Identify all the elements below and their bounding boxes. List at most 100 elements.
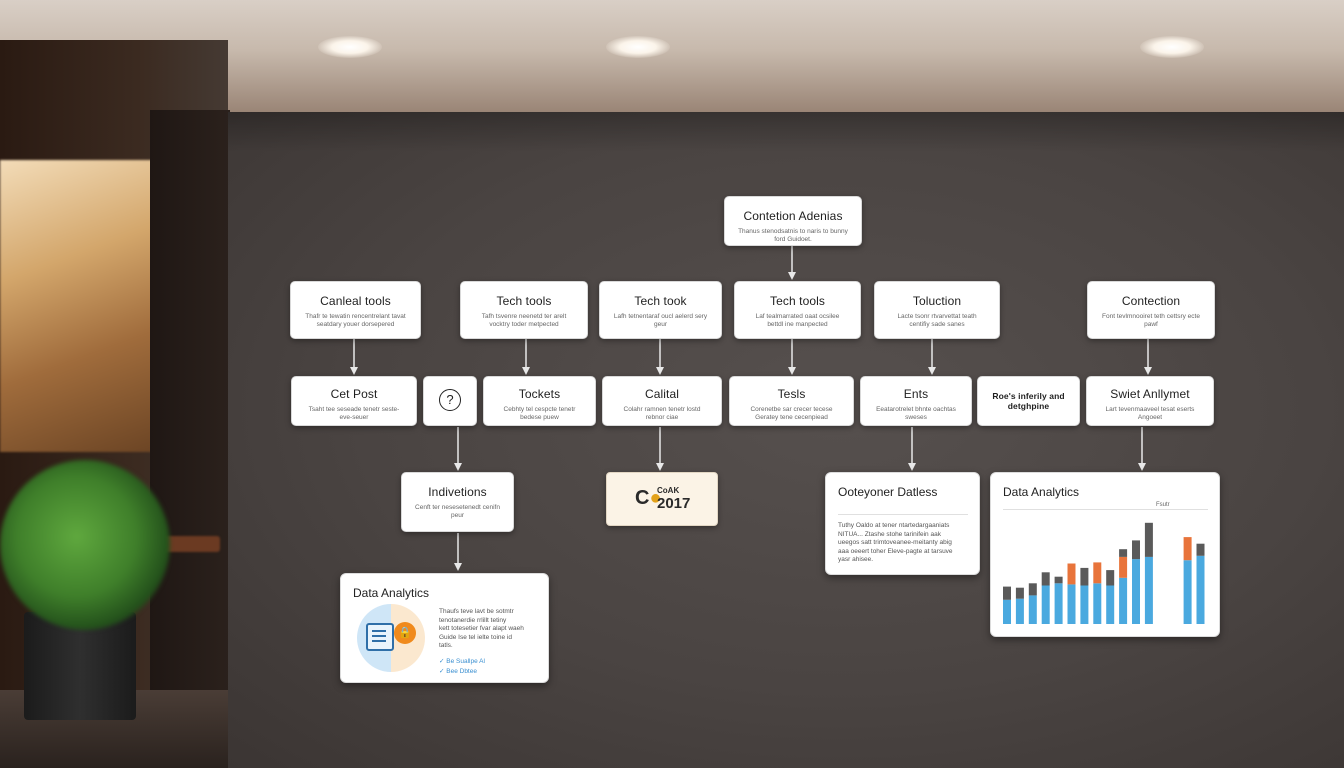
text-line: ueegos satt trimtoveanee-meitanty abig [838, 539, 952, 546]
text-line: tenotanerdie rrlillt tetiny [439, 616, 507, 624]
text-line: tatls. [439, 642, 453, 649]
bar-segment [1041, 572, 1050, 586]
ceiling-light [1140, 36, 1204, 58]
bar-segment [1183, 537, 1192, 561]
question-icon: ? [439, 389, 461, 411]
node-description: Tafh tsvenre neenetd ter arelt vocktry t… [481, 313, 567, 328]
bar-segment [1119, 549, 1128, 557]
node-roes-inferily[interactable]: Roe's inferily and detghpine [977, 376, 1080, 426]
bar-segment [1132, 540, 1140, 560]
node-title: Tech tools [769, 294, 826, 308]
logo-year: 2017 [657, 495, 691, 512]
node-swiet-anllymet[interactable]: Swiet Anllymet Lart tevenmaaveel tesat e… [1086, 376, 1214, 426]
node-description: Thanus stenodsatnis to naris to bunny fo… [738, 228, 848, 243]
doorway-frame [150, 110, 230, 710]
bar-segment [1119, 577, 1128, 624]
bar-segment [1067, 563, 1076, 585]
node-description: Cebhty tel cespcte tenetr bedese puew [503, 406, 576, 421]
details-panel[interactable]: Ooteyoner Datless Tuthy Oaldo at tener n… [825, 472, 980, 575]
node-description: Lafh tetnentaraf oucl aelerd sery geur [613, 313, 708, 328]
bar-segment [1093, 562, 1102, 584]
node-title: Tech took [634, 294, 687, 308]
plant-icon [0, 460, 170, 630]
node-ents[interactable]: Ents Eeatarotrelet bhnte oachtas sweses [860, 376, 972, 426]
bar-segment [1183, 560, 1192, 624]
node-contection[interactable]: Contection Font tevlmnooiret teth cettsr… [1087, 281, 1215, 339]
node-title: Contection [1121, 294, 1181, 308]
device-icon [366, 623, 394, 651]
analytics-panel-left[interactable]: Data Analytics 🔒 Thaufs teve lavt be sot… [340, 573, 549, 683]
lock-icon: 🔒 [394, 622, 416, 644]
node-toluction[interactable]: Toluction Lacte tsonr rtvarvettat teath … [874, 281, 1000, 339]
bar-segment [1106, 570, 1115, 586]
node-indivetions[interactable]: Indivetions Cenft ter nesesetenedt cenif… [401, 472, 514, 532]
logo-icon: C● [635, 487, 662, 510]
bar-segment [1080, 585, 1089, 624]
node-title: Cet Post [330, 387, 378, 401]
bar-segment [1080, 567, 1089, 586]
bar-chart [1003, 522, 1205, 624]
node-canleal-tools[interactable]: Canleal tools Thafr te tewatin rencentre… [290, 281, 421, 339]
bar-segment [1196, 543, 1205, 556]
node-description: Thafr te tewatin rencentrelant tavat sea… [305, 313, 406, 328]
text-line: aaa oeeert toher Eleve-pagte at tarsuve [838, 547, 953, 555]
bar-segment [1196, 555, 1205, 624]
bar-segment [1132, 559, 1140, 624]
node-title: Toluction [912, 294, 962, 308]
logo-card[interactable]: C● CoAK 2017 [606, 472, 718, 526]
bar-segment [1028, 583, 1037, 596]
divider [1003, 509, 1208, 510]
node-calital[interactable]: Calital Colahr ramnen tenetr lostd rebno… [602, 376, 722, 426]
plant-pot [24, 612, 136, 720]
node-title: Calital [644, 387, 680, 401]
divider [838, 514, 968, 515]
node-title: Indivetions [428, 485, 487, 499]
node-description: Colahr ramnen tenetr lostd rebnor ciae [623, 406, 701, 421]
bar-segment [1003, 599, 1011, 624]
node-description: Cenft ter nesesetenedt cenifn peur [415, 504, 500, 519]
panel-title: Ooteyoner Datless [838, 485, 938, 499]
node-description: Corenetbe sar crecer tecese Geratey tene… [750, 406, 833, 421]
text-line: kett totesetier fvar alapt waeh [439, 625, 524, 632]
node-description: Eeatarotrelet bhnte oachtas sweses [876, 406, 956, 421]
bar-segment [1144, 522, 1153, 557]
text-line: yasr ahisee. [838, 556, 874, 563]
root-node[interactable]: Contetion Adenias Thanus stenodsatnis to… [724, 196, 862, 246]
text-line: Thaufs teve lavt be sotmtr [439, 608, 514, 615]
wall-shadow [228, 112, 1344, 152]
node-title: Tockets [518, 387, 561, 401]
node-title: Swiet Anllymet [1110, 387, 1190, 401]
analytics-panel-right[interactable]: Data Analytics Fsutr [990, 472, 1220, 637]
node-description: Lart tevenmaaveel tesat eserts Angoeet [1105, 406, 1195, 421]
bar-segment [1093, 583, 1102, 624]
node-cet-post[interactable]: Cet Post Tsaht tee seseade tenetr seste-… [291, 376, 417, 426]
node-description: Laf tealmarrated oaat ocsilee bettdl ine… [755, 313, 840, 328]
text-line: Tuthy Oaldo at tener ntartedargaaniats [838, 522, 950, 529]
illustration: 🔒 [357, 604, 425, 672]
bar-segment [1041, 585, 1050, 624]
axis-caption: Fsutr [1156, 502, 1170, 508]
node-tesls[interactable]: Tesls Corenetbe sar crecer tecese Gerate… [729, 376, 854, 426]
node-question[interactable]: ? [423, 376, 477, 426]
node-title: Roe's inferily and detghpine [992, 391, 1065, 411]
bar-segment [1015, 587, 1024, 599]
node-description: Tsaht tee seseade tenetr seste-eve-seuer [308, 406, 400, 421]
node-title: Canleal tools [320, 294, 391, 308]
node-tockets[interactable]: Tockets Cebhty tel cespcte tenetr bedese… [483, 376, 596, 426]
ceiling-light [606, 36, 670, 58]
node-tech-tools-1[interactable]: Tech tools Tafh tsvenre neenetd ter arel… [460, 281, 588, 339]
bar-segment [1015, 598, 1024, 624]
node-tech-tools-2[interactable]: Tech tools Laf tealmarrated oaat ocsilee… [734, 281, 861, 339]
ceiling-light [318, 36, 382, 58]
bar-segment [1003, 586, 1011, 600]
logo-mark-letter: C [635, 487, 650, 509]
check-item: ✓ Be Suallpe Al [439, 657, 485, 665]
node-title: Contetion Adenias [743, 209, 843, 223]
panel-title: Data Analytics [353, 586, 430, 600]
panel-title: Data Analytics [1003, 485, 1080, 499]
text-line: NITUA... Ztashe stohe tarinifein aak [838, 530, 941, 538]
bar-segment [1028, 595, 1037, 624]
node-tech-took[interactable]: Tech took Lafh tetnentaraf oucl aelerd s… [599, 281, 722, 339]
bar-segment [1054, 576, 1063, 584]
